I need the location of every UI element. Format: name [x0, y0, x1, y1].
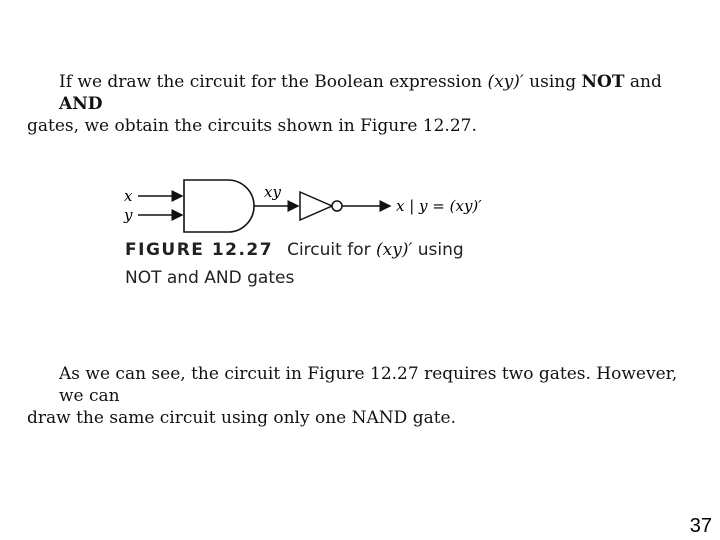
circuit-diagram: x y xy x | y = (xy)′	[123, 179, 482, 233]
and-keyword: AND	[59, 94, 103, 114]
not-keyword: NOT	[581, 72, 625, 92]
caption-line-1: FIGURE 12.27 Circuit for (xy)′ using	[125, 236, 464, 264]
boolean-expression: (xy)′	[487, 72, 524, 92]
page-number: 37	[689, 515, 712, 537]
intro-line-1: If we draw the circuit for the Boolean e…	[27, 71, 697, 115]
caption-text-2: using	[412, 240, 464, 260]
figure-caption: FIGURE 12.27 Circuit for (xy)′ using NOT …	[125, 236, 464, 292]
intro-text-2: using	[523, 72, 582, 92]
conclusion-paragraph: As we can see, the circuit in Figure 12.…	[27, 363, 697, 429]
and-gate	[183, 179, 255, 233]
conclusion-line-1: As we can see, the circuit in Figure 12.…	[59, 364, 678, 406]
not-gate-bubble	[331, 200, 343, 212]
intro-line-2: gates, we obtain the circuits shown in F…	[27, 116, 477, 136]
conclusion-line-2: draw the same circuit using only one NAN…	[27, 408, 457, 428]
input-x-label: x	[124, 187, 133, 205]
intro-paragraph: If we draw the circuit for the Boolean e…	[27, 71, 697, 137]
figure-number: FIGURE 12.27	[125, 240, 274, 260]
caption-text: Circuit for	[287, 240, 376, 260]
output-label: x | y = (xy)′	[396, 197, 482, 215]
not-gate	[299, 190, 334, 222]
caption-line-2: NOT and AND gates	[125, 268, 295, 288]
input-y-label: y	[123, 206, 133, 224]
intro-text: If we draw the circuit for the Boolean e…	[59, 72, 488, 92]
and-output-label: xy	[264, 183, 281, 201]
caption-expression: (xy)′	[376, 240, 413, 260]
intro-text-3: and	[624, 72, 662, 92]
